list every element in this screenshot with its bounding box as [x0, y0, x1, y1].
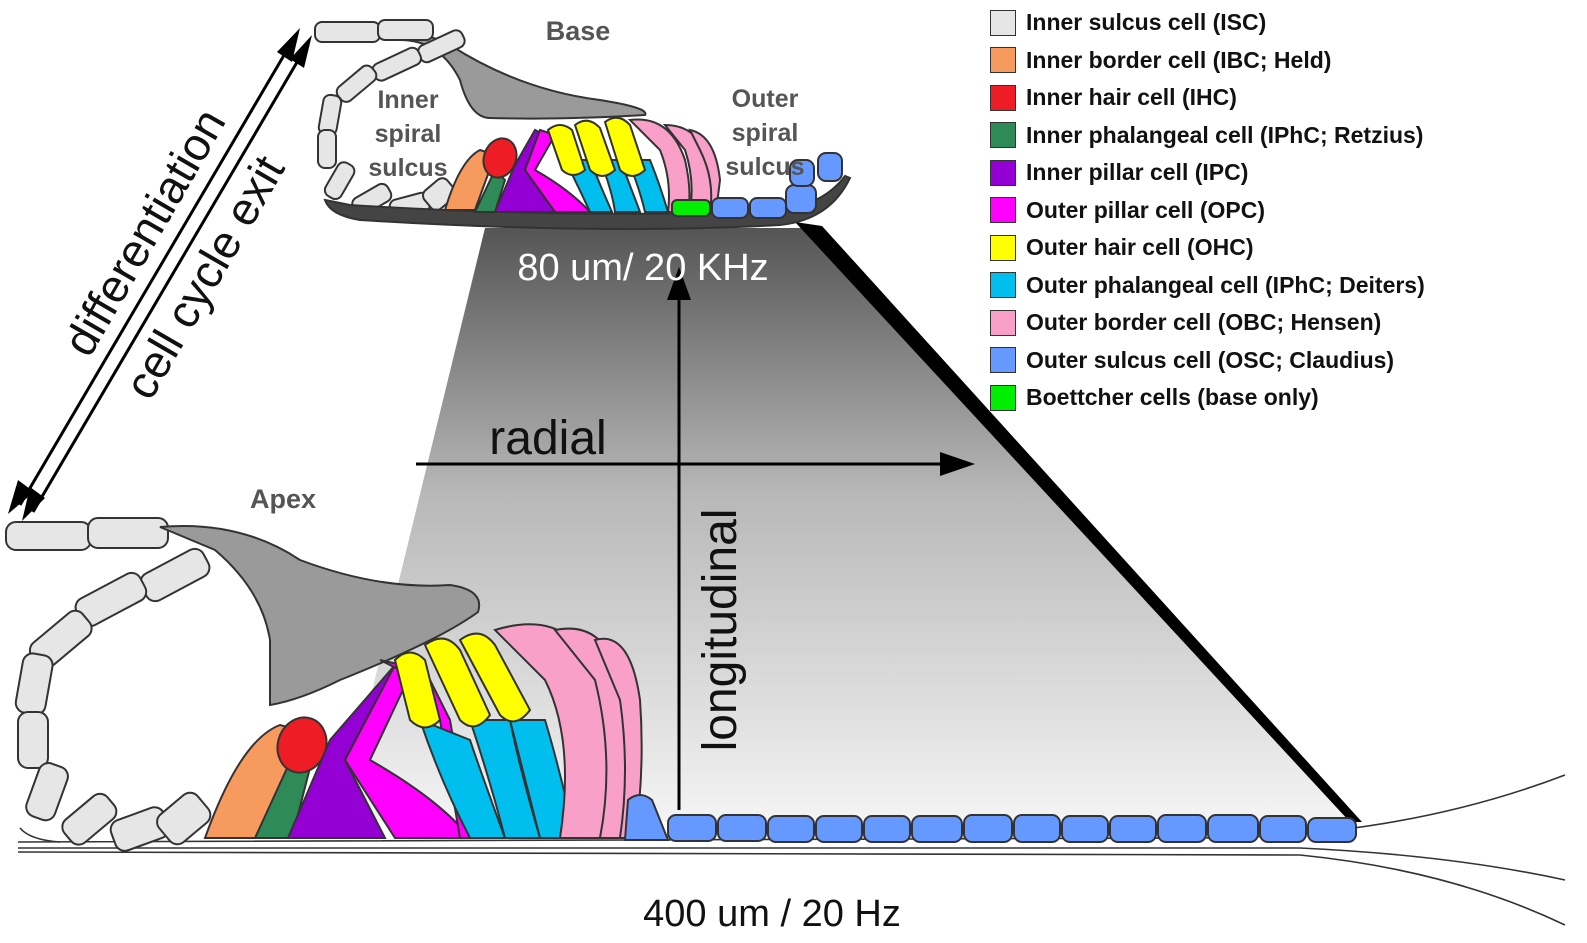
apex-measure-label: 400 um / 20 Hz	[643, 893, 901, 935]
legend-item-opc: Outer pillar cell (OPC)	[990, 192, 1580, 230]
legend-label: Inner pillar cell (IPC)	[1026, 159, 1249, 186]
outer-sulcus-label-2: spiral	[732, 119, 799, 147]
legend-label: Outer hair cell (OHC)	[1026, 234, 1254, 261]
outer-sulcus-label-1: Outer	[732, 85, 799, 113]
base-label: Base	[546, 16, 611, 46]
legend-label: Outer border cell (OBC; Hensen)	[1026, 309, 1382, 336]
legend-swatch	[990, 159, 1016, 186]
inner-sulcus-label-1: Inner	[377, 86, 438, 114]
base-measure-label: 80 um/ 20 KHz	[517, 247, 768, 289]
legend-swatch	[990, 84, 1016, 111]
legend-item-deiters: Outer phalangeal cell (IPhC; Deiters)	[990, 267, 1580, 305]
legend-label: Inner phalangeal cell (IPhC; Retzius)	[1026, 121, 1424, 148]
legend-item-ohc: Outer hair cell (OHC)	[990, 229, 1580, 267]
legend-swatch	[990, 197, 1016, 224]
radial-label: radial	[489, 412, 606, 465]
legend-label: Boettcher cells (base only)	[1026, 384, 1319, 411]
legend-item-ihc: Inner hair cell (IHC)	[990, 79, 1580, 117]
base-organ	[314, 19, 852, 230]
legend-swatch	[990, 347, 1016, 374]
legend-label: Inner hair cell (IHC)	[1026, 84, 1237, 111]
legend-item-ibc: Inner border cell (IBC; Held)	[990, 42, 1580, 80]
legend: Inner sulcus cell (ISC) Inner border cel…	[990, 4, 1580, 417]
longitudinal-label: longitudinal	[694, 509, 747, 752]
projection-shadow-edge	[795, 222, 1362, 822]
radial-arrowhead	[940, 452, 975, 476]
inner-sulcus-label-3: sulcus	[368, 154, 447, 182]
legend-item-obc: Outer border cell (OBC; Hensen)	[990, 304, 1580, 342]
legend-swatch	[990, 122, 1016, 149]
legend-item-isc: Inner sulcus cell (ISC)	[990, 4, 1580, 42]
legend-item-ipc: Inner pillar cell (IPC)	[990, 154, 1580, 192]
diagonal-arrows	[8, 28, 312, 521]
legend-item-iphc: Inner phalangeal cell (IPhC; Retzius)	[990, 117, 1580, 155]
legend-swatch	[990, 47, 1016, 74]
apex-organ	[5, 517, 1566, 926]
inner-sulcus-label-2: spiral	[375, 120, 442, 148]
legend-item-boettcher: Boettcher cells (base only)	[990, 379, 1580, 417]
apex-label: Apex	[250, 484, 316, 514]
legend-label: Inner border cell (IBC; Held)	[1026, 46, 1332, 73]
legend-swatch	[990, 384, 1016, 411]
legend-label: Outer phalangeal cell (IPhC; Deiters)	[1026, 271, 1425, 298]
legend-label: Outer sulcus cell (OSC; Claudius)	[1026, 346, 1395, 373]
axes	[416, 267, 975, 810]
outer-sulcus-label-3: sulcus	[725, 153, 804, 181]
legend-swatch	[990, 234, 1016, 261]
legend-label: Inner sulcus cell (ISC)	[1026, 9, 1267, 36]
legend-swatch	[990, 272, 1016, 299]
longitudinal-arrowhead	[667, 267, 691, 300]
legend-swatch	[990, 309, 1016, 336]
legend-label: Outer pillar cell (OPC)	[1026, 196, 1265, 223]
legend-swatch	[990, 9, 1016, 36]
legend-item-osc: Outer sulcus cell (OSC; Claudius)	[990, 342, 1580, 380]
